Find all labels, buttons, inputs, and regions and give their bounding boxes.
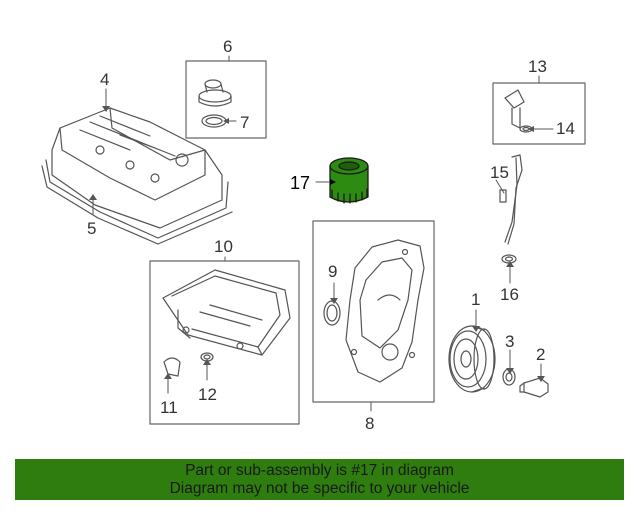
callout-3: 3 — [505, 332, 514, 351]
oil-pan[interactable] — [162, 269, 291, 377]
crankshaft-pulley[interactable] — [448, 325, 496, 393]
callout-13: 13 — [528, 57, 547, 76]
callout-17: 17 — [290, 173, 310, 193]
callout-5: 5 — [87, 219, 96, 238]
timing-cover[interactable] — [323, 239, 425, 383]
callout-2: 2 — [536, 345, 545, 364]
callout-4: 4 — [100, 70, 109, 89]
callout-12: 12 — [198, 385, 217, 404]
callout-7: 7 — [240, 113, 249, 132]
oil-filter-highlight[interactable] — [329, 157, 369, 204]
info-banner-bg — [15, 459, 624, 500]
callout-15: 15 — [490, 163, 509, 182]
callout-14: 14 — [556, 119, 575, 138]
callout-8: 8 — [365, 414, 374, 433]
crank-bolt[interactable] — [519, 377, 549, 398]
callout-16: 16 — [500, 285, 519, 304]
callout-1: 1 — [471, 290, 480, 309]
valve-cover-assembly[interactable] — [41, 107, 233, 245]
callout-9: 9 — [328, 262, 337, 281]
callout-11: 11 — [160, 398, 178, 417]
banner-line-2: Diagram may not be specific to your vehi… — [169, 480, 470, 497]
banner-line-1: Part or sub-assembly is #17 in diagram — [185, 462, 454, 479]
callout-6: 6 — [223, 37, 232, 56]
info-banner: Part or sub-assembly is #17 in diagram D… — [15, 459, 624, 500]
callout-10: 10 — [214, 237, 233, 256]
